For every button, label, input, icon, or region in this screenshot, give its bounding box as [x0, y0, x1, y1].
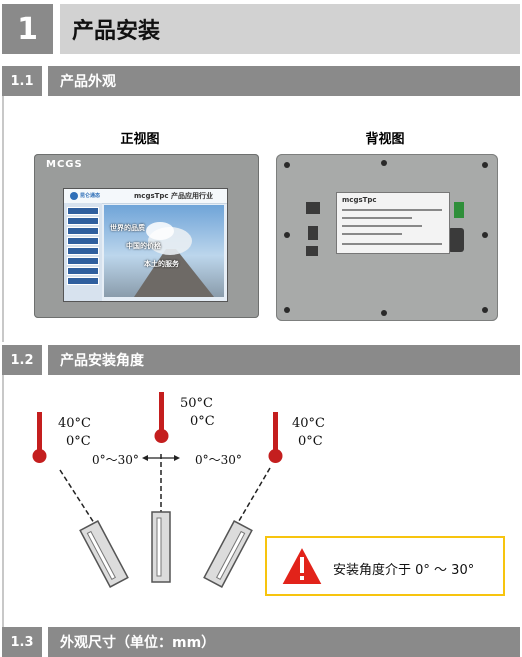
- center-temp-high: 50°C: [180, 396, 213, 411]
- screen-menu-item: [67, 217, 99, 225]
- screen-main-image: 世界的品质 中国的价格 本土的服务: [104, 205, 224, 297]
- section-number-1-3: 1.3: [2, 627, 42, 657]
- nameplate-line: [342, 233, 402, 235]
- screw-icon: [482, 162, 488, 168]
- screw-icon: [381, 310, 387, 316]
- screw-icon: [482, 232, 488, 238]
- front-brand-logo: MCGS: [46, 159, 83, 170]
- serial-port-icon: [448, 228, 464, 252]
- section-title-install-angle: 产品安装角度: [48, 345, 520, 375]
- screen-brand-text: mcgsTpc 产品应用行业: [134, 192, 213, 200]
- back-view-label: 背视图: [365, 132, 405, 147]
- section-number-1-1: 1.1: [2, 66, 42, 96]
- screw-icon: [284, 232, 290, 238]
- right-temp-high: 40°C: [292, 416, 325, 431]
- screen-menu-item: [67, 227, 99, 235]
- thermometer-icon: [154, 392, 169, 443]
- screw-icon: [381, 160, 387, 166]
- nameplate-line: [342, 225, 422, 227]
- chapter-number: 1: [2, 4, 53, 54]
- screen-menu-item: [67, 237, 99, 245]
- device-screen: 昆仑通态 mcgsTpc 产品应用行业 世界的品质 中国的价格 本土的服务: [63, 188, 228, 302]
- screen-menu-item: [67, 277, 99, 285]
- thermometer-icon: [32, 412, 47, 463]
- install-angle-diagram: [32, 392, 283, 588]
- screen-menu-item: [67, 247, 99, 255]
- company-logo-icon: [70, 192, 78, 200]
- front-view-device: MCGS 昆仑通态 mcgsTpc 产品应用行业 世界的品质 中国的价格 本: [34, 154, 259, 318]
- usb-port-icon: [306, 246, 318, 256]
- volcano-image: [134, 222, 214, 297]
- nameplate-brand: mcgsTpc: [342, 196, 377, 204]
- screen-menu-item: [67, 257, 99, 265]
- screw-icon: [482, 307, 488, 313]
- screen-slogan-1: 世界的品质: [110, 224, 145, 232]
- screen-slogan-2: 中国的价格: [126, 242, 161, 250]
- nameplate-line: [342, 209, 442, 211]
- warning-text: 安装角度介于 0° ～ 30°: [333, 563, 475, 578]
- section-number-1-2: 1.2: [2, 345, 42, 375]
- section-title-appearance: 产品外观: [48, 66, 520, 96]
- screen-top-bar: 昆仑通态 mcgsTpc 产品应用行业: [64, 189, 227, 204]
- section-rule: [2, 375, 4, 627]
- thermometer-icon: [268, 412, 283, 463]
- nameplate-line: [342, 243, 442, 245]
- right-temp-low: 0°C: [298, 434, 323, 449]
- screen-slogan-3: 本土的服务: [144, 260, 179, 268]
- left-temp-low: 0°C: [66, 434, 91, 449]
- screen-menu-item: [67, 267, 99, 275]
- section-rule: [2, 96, 4, 342]
- center-temp-low: 0°C: [190, 414, 215, 429]
- left-angle-range: 0°～30°: [92, 453, 139, 467]
- chapter-title: 产品安装: [60, 4, 520, 54]
- product-nameplate: mcgsTpc: [336, 192, 450, 254]
- ethernet-port-icon: [306, 202, 320, 214]
- right-angle-range: 0°～30°: [195, 453, 242, 467]
- install-angle-warning: 安装角度介于 0° ～ 30°: [265, 536, 505, 596]
- nameplate-line: [342, 217, 412, 219]
- section-title-dimensions: 外观尺寸（单位：mm）: [48, 627, 520, 657]
- screw-icon: [284, 162, 290, 168]
- screen-side-menu: [64, 203, 102, 301]
- left-temp-high: 40°C: [58, 416, 91, 431]
- back-view-device: mcgsTpc: [276, 154, 498, 321]
- power-terminal-icon: [454, 202, 464, 218]
- front-view-label: 正视图: [120, 132, 160, 147]
- usb-port-icon: [308, 226, 318, 240]
- screen-menu-item: [67, 207, 99, 215]
- screw-icon: [284, 307, 290, 313]
- warning-icon: [279, 544, 325, 586]
- screen-logo-text: 昆仑通态: [80, 193, 101, 199]
